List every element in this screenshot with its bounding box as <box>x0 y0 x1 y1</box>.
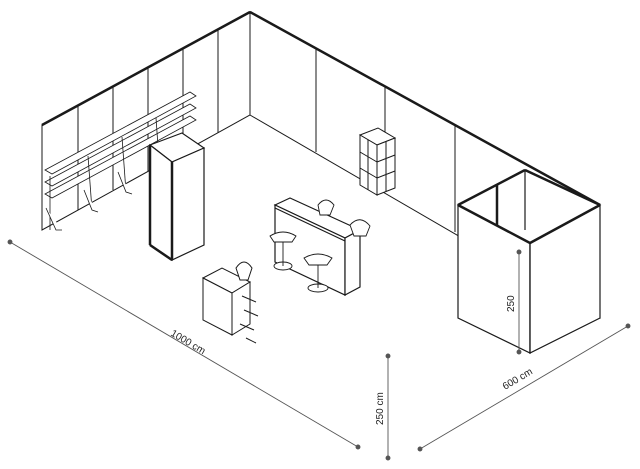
wall-shelving <box>44 91 197 231</box>
bar-counter <box>273 197 362 296</box>
stool-1 <box>269 199 335 271</box>
dimension-room-height <box>516 249 522 355</box>
length-label: 1000 cm <box>168 328 207 357</box>
dimension-length <box>7 239 361 450</box>
cube-shelf <box>358 127 397 196</box>
bar-stools <box>269 199 371 293</box>
height-label: 250 cm <box>375 392 386 425</box>
storage-room <box>456 168 602 354</box>
dimension-height <box>385 353 391 461</box>
depth-label: 600 cm <box>501 366 535 392</box>
tall-column <box>148 132 206 262</box>
room-height-label: 250 <box>506 295 517 312</box>
dimension-depth <box>417 323 631 452</box>
brochure-stand <box>201 261 259 344</box>
stool-2 <box>303 219 371 293</box>
